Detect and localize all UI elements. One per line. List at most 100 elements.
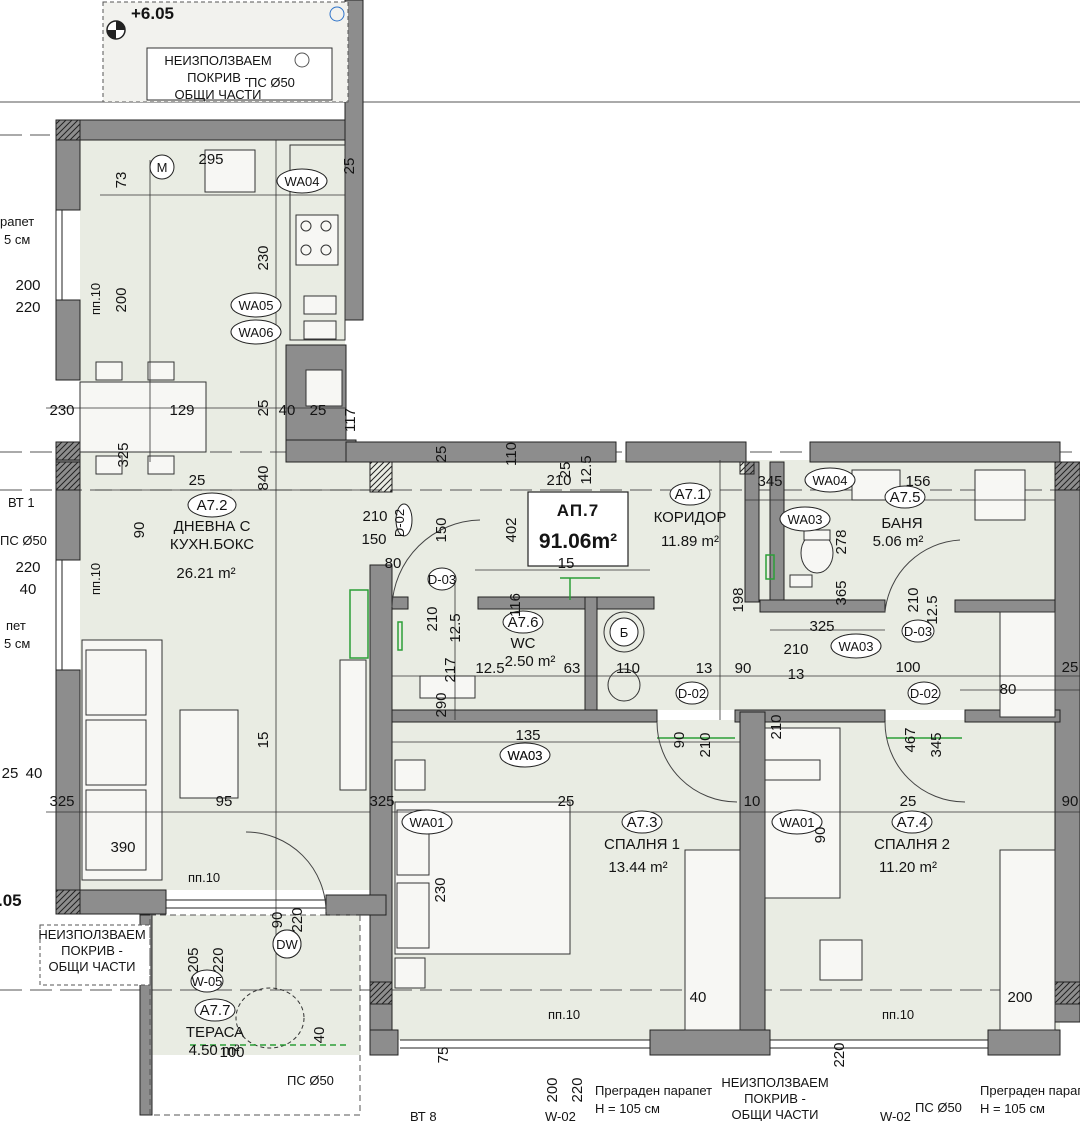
unused-roof-bottom: НЕИЗПОЛЗВАЕМ <box>721 1075 828 1090</box>
window-code: W-02 <box>880 1109 911 1121</box>
dimension-label: 200 <box>113 287 130 312</box>
floor-slope: пп.10 <box>188 870 220 885</box>
unused-roof-bottom: ПОКРИВ - <box>744 1091 806 1106</box>
dimension-label: 325 <box>809 618 834 635</box>
tag-б: Б <box>620 625 629 640</box>
floor-slope: пп.10 <box>88 563 103 595</box>
dimension-label: 365 <box>833 580 850 605</box>
room-tag-A7.2: A7.2 <box>197 497 228 514</box>
dimension-label: 90 <box>671 732 688 749</box>
apartment-title-box <box>527 491 629 567</box>
dimension-label: 13 <box>696 660 713 677</box>
dimension-label: 25 <box>189 472 206 489</box>
dimension-label: 325 <box>49 793 74 810</box>
dimension-label: 12.5 <box>475 660 504 677</box>
dimension-label: 840 <box>255 465 272 490</box>
dimension-label: 95 <box>216 793 233 810</box>
unused-roof-left: НЕИЗПОЛЗВАЕМ <box>38 927 145 942</box>
room-name-A7.1: КОРИДОР <box>654 509 727 526</box>
dimension-label: 80 <box>385 555 402 572</box>
tag-wa03: WA03 <box>839 639 874 654</box>
dimension-label: 210 <box>697 732 714 757</box>
furniture <box>79 144 1056 1049</box>
dimension-label: 116 <box>507 593 524 617</box>
parapet-note: Преграден парапет <box>980 1083 1080 1098</box>
tag-wa01: WA01 <box>780 815 815 830</box>
dimension-label: 73 <box>113 172 130 189</box>
unused-roof-bottom: ОБЩИ ЧАСТИ <box>731 1107 818 1121</box>
floor-slope: пп.10 <box>548 1007 580 1022</box>
dimension-label: 198 <box>730 587 747 612</box>
dimension-label: 390 <box>110 839 135 856</box>
window-code: W-02 <box>545 1109 576 1121</box>
drain-label: ПС Ø50 <box>0 533 47 548</box>
parapet-left-note: пет <box>6 618 26 633</box>
dimension-label: 110 <box>616 660 640 677</box>
tag-d-03: D-03 <box>428 572 456 587</box>
dimension-label: 210 <box>424 606 441 631</box>
dimension-label: 210 <box>905 587 922 612</box>
dimension-label: 220 <box>15 299 40 316</box>
unused-roof-top: ПОКРИВ - <box>187 70 249 85</box>
dimension-label: 220 <box>569 1077 586 1102</box>
dimension-label: 90 <box>269 912 286 929</box>
parapet-left-note: 5 см <box>4 232 30 247</box>
tag-wa04: WA04 <box>813 473 848 488</box>
tag-m: M <box>157 160 168 175</box>
unused-roof-top: ОБЩИ ЧАСТИ <box>174 87 261 102</box>
dimension-label: 402 <box>503 517 520 542</box>
dimension-label: 325 <box>115 442 132 467</box>
dimension-label: 200 <box>1007 989 1032 1006</box>
dimension-label: 13 <box>788 666 805 683</box>
dimension-label: 220 <box>15 559 40 576</box>
level-top: +6.05 <box>131 4 174 23</box>
tag-ellipses <box>149 154 941 1022</box>
dimension-label: 90 <box>812 827 829 844</box>
windows <box>55 210 988 1049</box>
dimension-label: 15 <box>558 555 575 572</box>
room-tag-A7.1: A7.1 <box>675 486 706 503</box>
drain-label: ПС Ø50 <box>287 1073 334 1088</box>
parapet-note: Преградeн парапет <box>595 1083 712 1098</box>
room-name-A7.5: БАНЯ <box>881 515 922 532</box>
dimension-label: 25 <box>1062 659 1079 676</box>
parapet-left-note: рапет <box>0 214 34 229</box>
dimension-label: 90 <box>1062 793 1079 810</box>
floor-slope: пп.10 <box>88 283 103 315</box>
room-name-A7.7: ТЕРАСА <box>186 1024 244 1041</box>
dimension-label: 100 <box>895 659 920 676</box>
dimension-label: 40 <box>20 581 37 598</box>
dimension-label: 200 <box>15 277 40 294</box>
dimension-label: 10 <box>744 793 761 810</box>
dimension-label: 200 <box>544 1077 561 1102</box>
tag-wa03: WA03 <box>788 512 823 527</box>
apartment-title: АП.7 <box>557 501 599 520</box>
tag-d-02: D-02 <box>392 509 407 537</box>
tag-wa04: WA04 <box>285 174 320 189</box>
dimension-label: 63 <box>564 660 581 677</box>
dimension-label: 25 <box>2 765 19 782</box>
room-area-A7.2: 26.21 m² <box>176 565 235 582</box>
tag-d-02: D-02 <box>678 686 706 701</box>
room-name-A7.4: СПАЛНЯ 2 <box>874 836 950 853</box>
room-area-A7.3: 13.44 m² <box>608 859 667 876</box>
dimension-label: 40 <box>690 989 707 1006</box>
dimension-label: 75 <box>435 1047 452 1064</box>
dimension-label: 156 <box>905 473 930 490</box>
dimension-label: 110 <box>503 442 520 466</box>
parapet-left-note: 5 см <box>4 636 30 651</box>
dimension-label: 25 <box>341 158 358 175</box>
room-area-A7.1: 11.89 m² <box>661 533 719 550</box>
dimension-label: 25 <box>900 793 917 810</box>
dimension-label: 290 <box>433 692 450 717</box>
dimension-label: 80 <box>1000 681 1017 698</box>
apartment-area: 91.06m² <box>539 530 617 553</box>
door-swings <box>245 519 966 913</box>
dimension-label: 217 <box>442 657 459 682</box>
dimension-label: 230 <box>432 877 449 902</box>
tag-wa03: WA03 <box>508 748 543 763</box>
dimension-label: 40 <box>311 1027 328 1044</box>
dimension-label: 25 <box>558 793 575 810</box>
dimension-label: 220 <box>289 907 306 932</box>
